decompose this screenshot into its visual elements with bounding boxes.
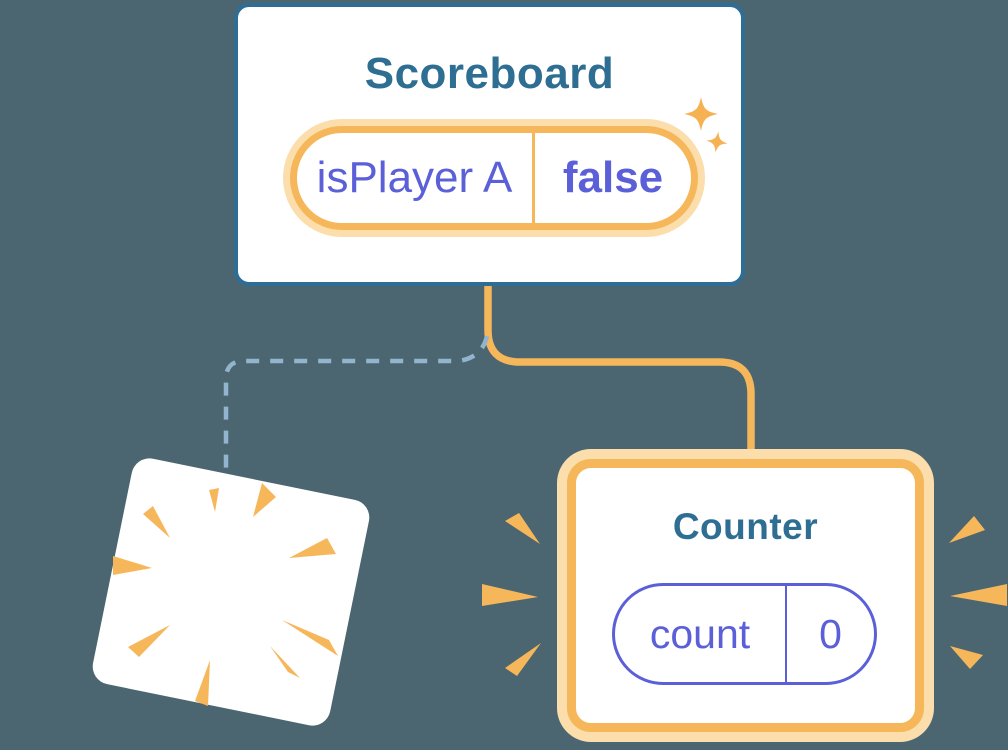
- scoreboard-title: Scoreboard: [364, 49, 615, 98]
- state-value-label: false: [562, 153, 664, 202]
- connector-dashed-line: [223, 335, 490, 470]
- counter-state-pill: count 0: [612, 583, 877, 685]
- emphasis-rays-right-icon: [949, 516, 1007, 669]
- connector-solid-line: [484, 278, 755, 464]
- scoreboard-state-pill: isPlayer A false: [290, 126, 698, 230]
- state-name-label: isPlayer A: [297, 133, 535, 223]
- state-value-label: 0: [819, 610, 842, 657]
- emphasis-rays-left-icon: [482, 513, 541, 676]
- destroyed-component-card: [89, 455, 373, 729]
- counter-title: Counter: [672, 506, 819, 547]
- scoreboard-card: Scoreboard isPlayer A false: [234, 3, 745, 286]
- state-name-label: count: [615, 586, 787, 682]
- counter-card: Counter count 0: [567, 459, 924, 732]
